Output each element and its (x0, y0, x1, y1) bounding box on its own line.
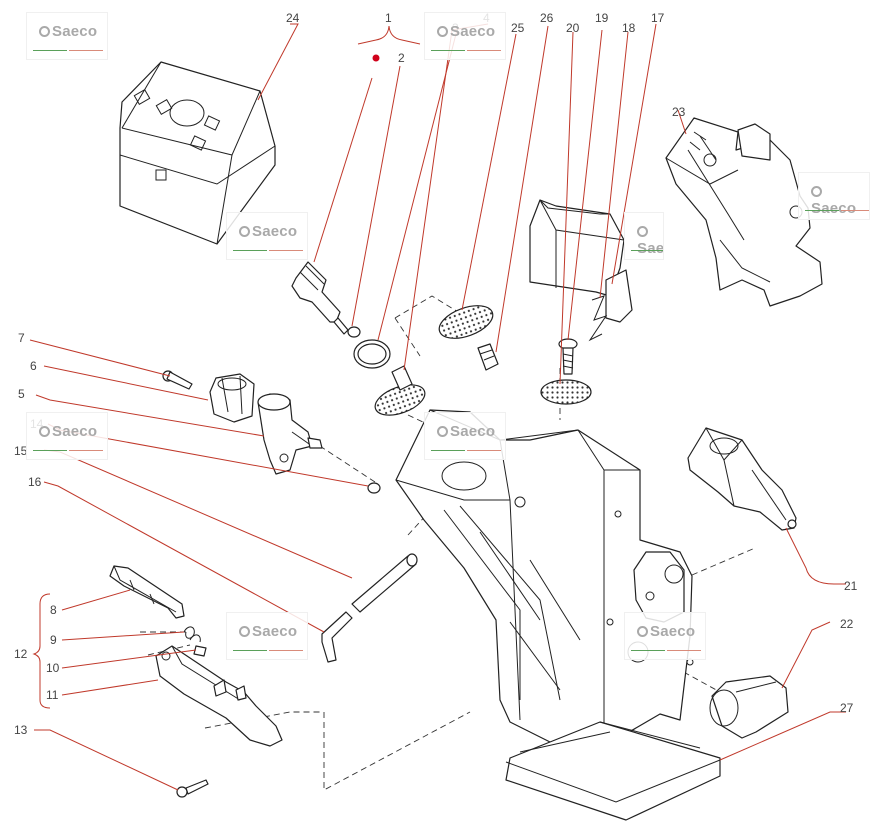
saeco-logo-icon (437, 426, 448, 437)
callout-20: 20 (566, 21, 580, 35)
saeco-watermark-logo: Saeco (624, 612, 706, 660)
saeco-logo-icon (637, 626, 648, 637)
watermark-text: Saeco (811, 200, 857, 217)
saeco-watermark-logo: Saeco (226, 212, 308, 260)
callout-leaders (29, 23, 846, 791)
saeco-logo-icon (39, 26, 50, 37)
saeco-watermark-logo: Saeco (798, 172, 870, 220)
callout-26: 26 (540, 11, 554, 25)
callout-12: 12 (14, 647, 28, 661)
callout-11: 11 (46, 688, 59, 702)
part-22-knob (709, 675, 789, 739)
watermark-text: Saeco (252, 223, 298, 240)
part-19-screw (558, 338, 578, 375)
callout-8: 8 (50, 603, 57, 617)
saeco-watermark-logo: Saeco (26, 412, 108, 460)
part-5-valve-fitting (257, 393, 323, 475)
callout-2: 2 (398, 51, 405, 65)
part-1-pin-assembly (291, 261, 391, 369)
watermark-text: Saeco (450, 23, 496, 40)
callout-18: 18 (622, 21, 636, 35)
part-6-clamp (209, 373, 255, 423)
main-brew-body (395, 409, 694, 761)
callout-19: 19 (595, 11, 609, 25)
part-20-filter-disc (540, 379, 592, 405)
part-16-lever-pin (321, 611, 353, 663)
watermark-text: Saeco (52, 23, 98, 40)
saeco-watermark-logo: Saeco (226, 612, 308, 660)
part-filter-discs (374, 305, 499, 416)
part-10-pin (193, 645, 207, 657)
callout-5: 5 (18, 387, 25, 401)
callout-24: 24 (286, 11, 300, 25)
watermark-text: Saeco (52, 423, 98, 440)
watermark-text: Saeco (637, 240, 664, 257)
watermark-text: Saeco (252, 623, 298, 640)
watermark-text: Saeco (450, 423, 496, 440)
callout-10: 10 (46, 661, 60, 675)
saeco-logo-icon (811, 186, 822, 197)
saeco-logo-icon (437, 26, 448, 37)
saeco-logo-icon (39, 426, 50, 437)
part-13-screw (176, 779, 209, 798)
callout-22: 22 (840, 617, 854, 631)
saeco-watermark-logo: Saeco (424, 12, 506, 60)
callout-16: 16 (28, 475, 42, 489)
part-21-lever-block (687, 427, 797, 531)
callout-21: 21 (844, 579, 858, 593)
callout-6: 6 (30, 359, 37, 373)
saeco-watermark-logo: Saeco (624, 212, 664, 260)
saeco-logo-icon (637, 226, 648, 237)
part-24-cover (119, 61, 276, 245)
part-9-spring (183, 626, 201, 643)
part-7-screw (162, 370, 193, 390)
part-27-base-plate (505, 721, 721, 821)
saeco-logo-icon (239, 226, 250, 237)
callout-13: 13 (14, 723, 28, 737)
marker-dot (372, 54, 380, 62)
callout-15: 15 (14, 444, 28, 458)
part-11-lever-plate (155, 645, 283, 747)
callout-23: 23 (672, 105, 686, 119)
saeco-watermark-logo: Saeco (26, 12, 108, 60)
watermark-text: Saeco (650, 623, 696, 640)
callout-25: 25 (511, 21, 525, 35)
saeco-watermark-logo: Saeco (424, 412, 506, 460)
callout-1: 1 (385, 11, 392, 25)
callout-9: 9 (50, 633, 57, 647)
callout-17: 17 (651, 11, 665, 25)
part-15-shaft (351, 553, 418, 613)
part-8-cover-clip (109, 565, 185, 619)
saeco-logo-icon (239, 626, 250, 637)
part-23-assembled-group (665, 117, 823, 307)
callout-27: 27 (840, 701, 854, 715)
part-17-container (529, 199, 625, 297)
callout-7: 7 (18, 331, 25, 345)
part-14-o-ring (367, 482, 381, 494)
